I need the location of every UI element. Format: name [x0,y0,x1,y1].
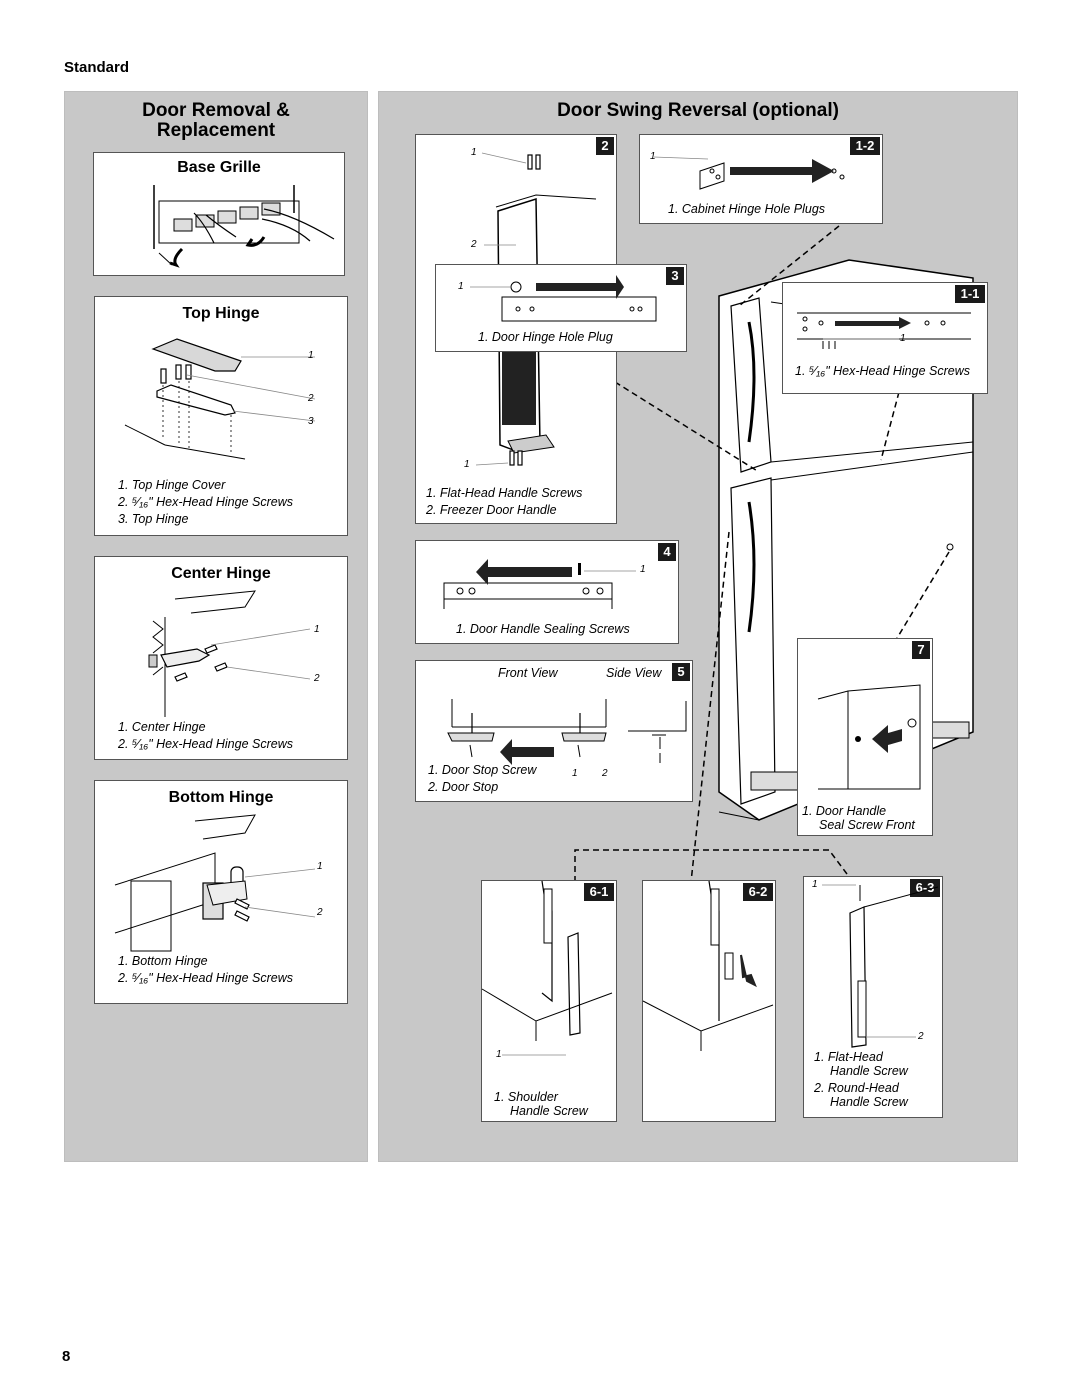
door-swing-panel: Door Swing Reversal (optional) 2 [378,91,1018,1162]
top-hinge-callout-2: 2 [308,393,314,404]
center-hinge-callout-1: 1 [314,624,320,635]
step-5-callout-2: 2 [602,768,608,779]
step-5-badge: 5 [672,663,690,681]
step-5-caption-2: 2. Door Stop [428,780,499,794]
sealing-screws-illustration [443,559,636,609]
top-hinge-caption-3: 3. Top Hinge [118,512,189,526]
step-5-box: 5 Front View Side View 1. Door Stop Scre… [415,660,693,802]
bottom-hinge-box: Bottom Hinge 1 2 1. Bottom Hinge 2. ⁵⁄₁₆… [94,780,348,1004]
step-6-3-caption-4: Handle Screw [830,1095,908,1109]
step-6-2-box: 6-2 [642,880,776,1122]
step-7-box: 7 1. Door Handle Seal Screw Front [797,638,933,836]
base-grille-box: Base Grille [93,152,345,276]
section-label: Standard [64,59,130,76]
step-1-2-box: 1-2 1 1. Cabinet Hinge Hole Plugs [639,134,883,224]
step-2-caption-2: 2. Freezer Door Handle [426,503,557,517]
step-1-1-caption: 1. ⁵⁄₁₆" Hex-Head Hinge Screws [795,364,970,378]
step-6-3-box: 6-3 1 2 1. Flat-Head Handle Screw 2. Rou… [803,876,943,1118]
step-1-1-callout-1: 1 [900,333,906,344]
step-6-1-box: 6-1 1 1. Shoulder Handle Screw [481,880,617,1122]
step-6-2-badge: 6-2 [743,883,773,901]
shoulder-screw-illustration [481,880,613,1056]
step-1-1-box: 1-1 1 1. ⁵⁄₁₆" Hex-Head Hinge Screws [782,282,988,394]
handle-removal-illustration [642,880,774,1051]
step-7-caption-1: 1. Door Handle [802,804,887,818]
step-5-front-view: Front View [498,666,558,680]
top-hinge-callout-3: 3 [308,416,314,427]
bottom-hinge-callout-1: 1 [317,861,323,872]
door-swing-title: Door Swing Reversal (optional) [557,100,839,121]
top-hinge-illustration [124,338,316,460]
hex-screws-illustration [797,312,971,349]
top-hinge-title: Top Hinge [182,305,260,322]
bottom-hinge-illustration [114,814,316,952]
step-2-callout-1b: 1 [464,459,470,470]
top-hinge-callout-1: 1 [308,350,314,361]
step-7-caption-2: Seal Screw Front [819,818,915,832]
seal-screw-illustration [817,684,921,790]
step-6-3-caption-3: 2. Round-Head [814,1081,899,1095]
bottom-hinge-caption-2: 2. ⁵⁄₁₆" Hex-Head Hinge Screws [118,971,293,985]
step-1-2-badge: 1-2 [850,137,880,155]
center-hinge-caption-2: 2. ⁵⁄₁₆" Hex-Head Hinge Screws [118,737,293,751]
step-6-1-caption-2: Handle Screw [510,1104,588,1118]
step-4-box: 4 1 1. Door Handle Sealing Screws [415,540,679,644]
bottom-hinge-callout-2: 2 [317,907,323,918]
top-hinge-caption-2: 2. ⁵⁄₁₆" Hex-Head Hinge Screws [118,495,293,509]
center-hinge-callout-2: 2 [314,673,320,684]
cabinet-plugs-illustration [653,156,845,190]
door-hinge-plug-illustration [470,275,657,322]
step-4-badge: 4 [658,543,676,561]
step-4-callout-1: 1 [640,564,646,575]
base-grille-illustration [153,185,335,268]
step-3-badge: 3 [666,267,684,285]
step-2-callout-1: 1 [471,147,477,158]
step-1-1-badge: 1-1 [955,285,985,303]
bottom-hinge-title: Bottom Hinge [168,789,274,806]
step-6-3-callout-1: 1 [812,879,818,890]
step-2-badge: 2 [596,137,614,155]
center-hinge-box: Center Hinge 1 2 1. Center Hinge 2. ⁵⁄₁₆… [94,556,348,760]
top-hinge-caption-1: 1. Top Hinge Cover [118,478,226,492]
page-number: 8 [62,1348,71,1365]
panel-title-line2: Replacement [156,120,276,141]
door-stop-illustration [447,699,687,765]
center-hinge-illustration [148,590,311,717]
step-7-badge: 7 [912,641,930,659]
bottom-hinge-caption-1: 1. Bottom Hinge [118,954,208,968]
step-5-side-view: Side View [606,666,662,680]
step-5-caption-1: 1. Door Stop Screw [428,763,537,777]
step-4-caption: 1. Door Handle Sealing Screws [456,622,630,636]
round-head-screw-illustration [822,884,939,1048]
base-grille-title: Base Grille [177,159,261,176]
top-hinge-box: Top Hinge 1 2 3 1. Top Hinge Cover 2. ⁵⁄… [94,296,348,536]
center-hinge-caption-1: 1. Center Hinge [118,720,206,734]
step-6-1-badge: 6-1 [584,883,614,901]
step-1-2-caption: 1. Cabinet Hinge Hole Plugs [668,202,826,216]
step-6-3-caption-2: Handle Screw [830,1064,908,1078]
step-6-3-caption-1: 1. Flat-Head [814,1050,883,1064]
step-3-box: 3 1 1. Door Hinge Hole Plug [435,264,687,352]
step-6-1-caption-1: 1. Shoulder [494,1090,558,1104]
step-5-callout-1: 1 [572,768,578,779]
step-3-callout-1: 1 [458,281,464,292]
step-1-2-callout-1: 1 [650,151,656,162]
panel-title-line1: Door Removal & [142,100,290,121]
door-removal-panel: Door Removal & Replacement Base Grille T… [64,91,368,1162]
step-3-caption: 1. Door Hinge Hole Plug [478,330,613,344]
step-2-caption-1: 1. Flat-Head Handle Screws [426,486,583,500]
step-6-3-callout-2: 2 [918,1031,924,1042]
center-hinge-title: Center Hinge [171,565,271,582]
step-2-callout-2: 2 [471,239,477,250]
step-6-1-callout-1: 1 [496,1049,502,1060]
